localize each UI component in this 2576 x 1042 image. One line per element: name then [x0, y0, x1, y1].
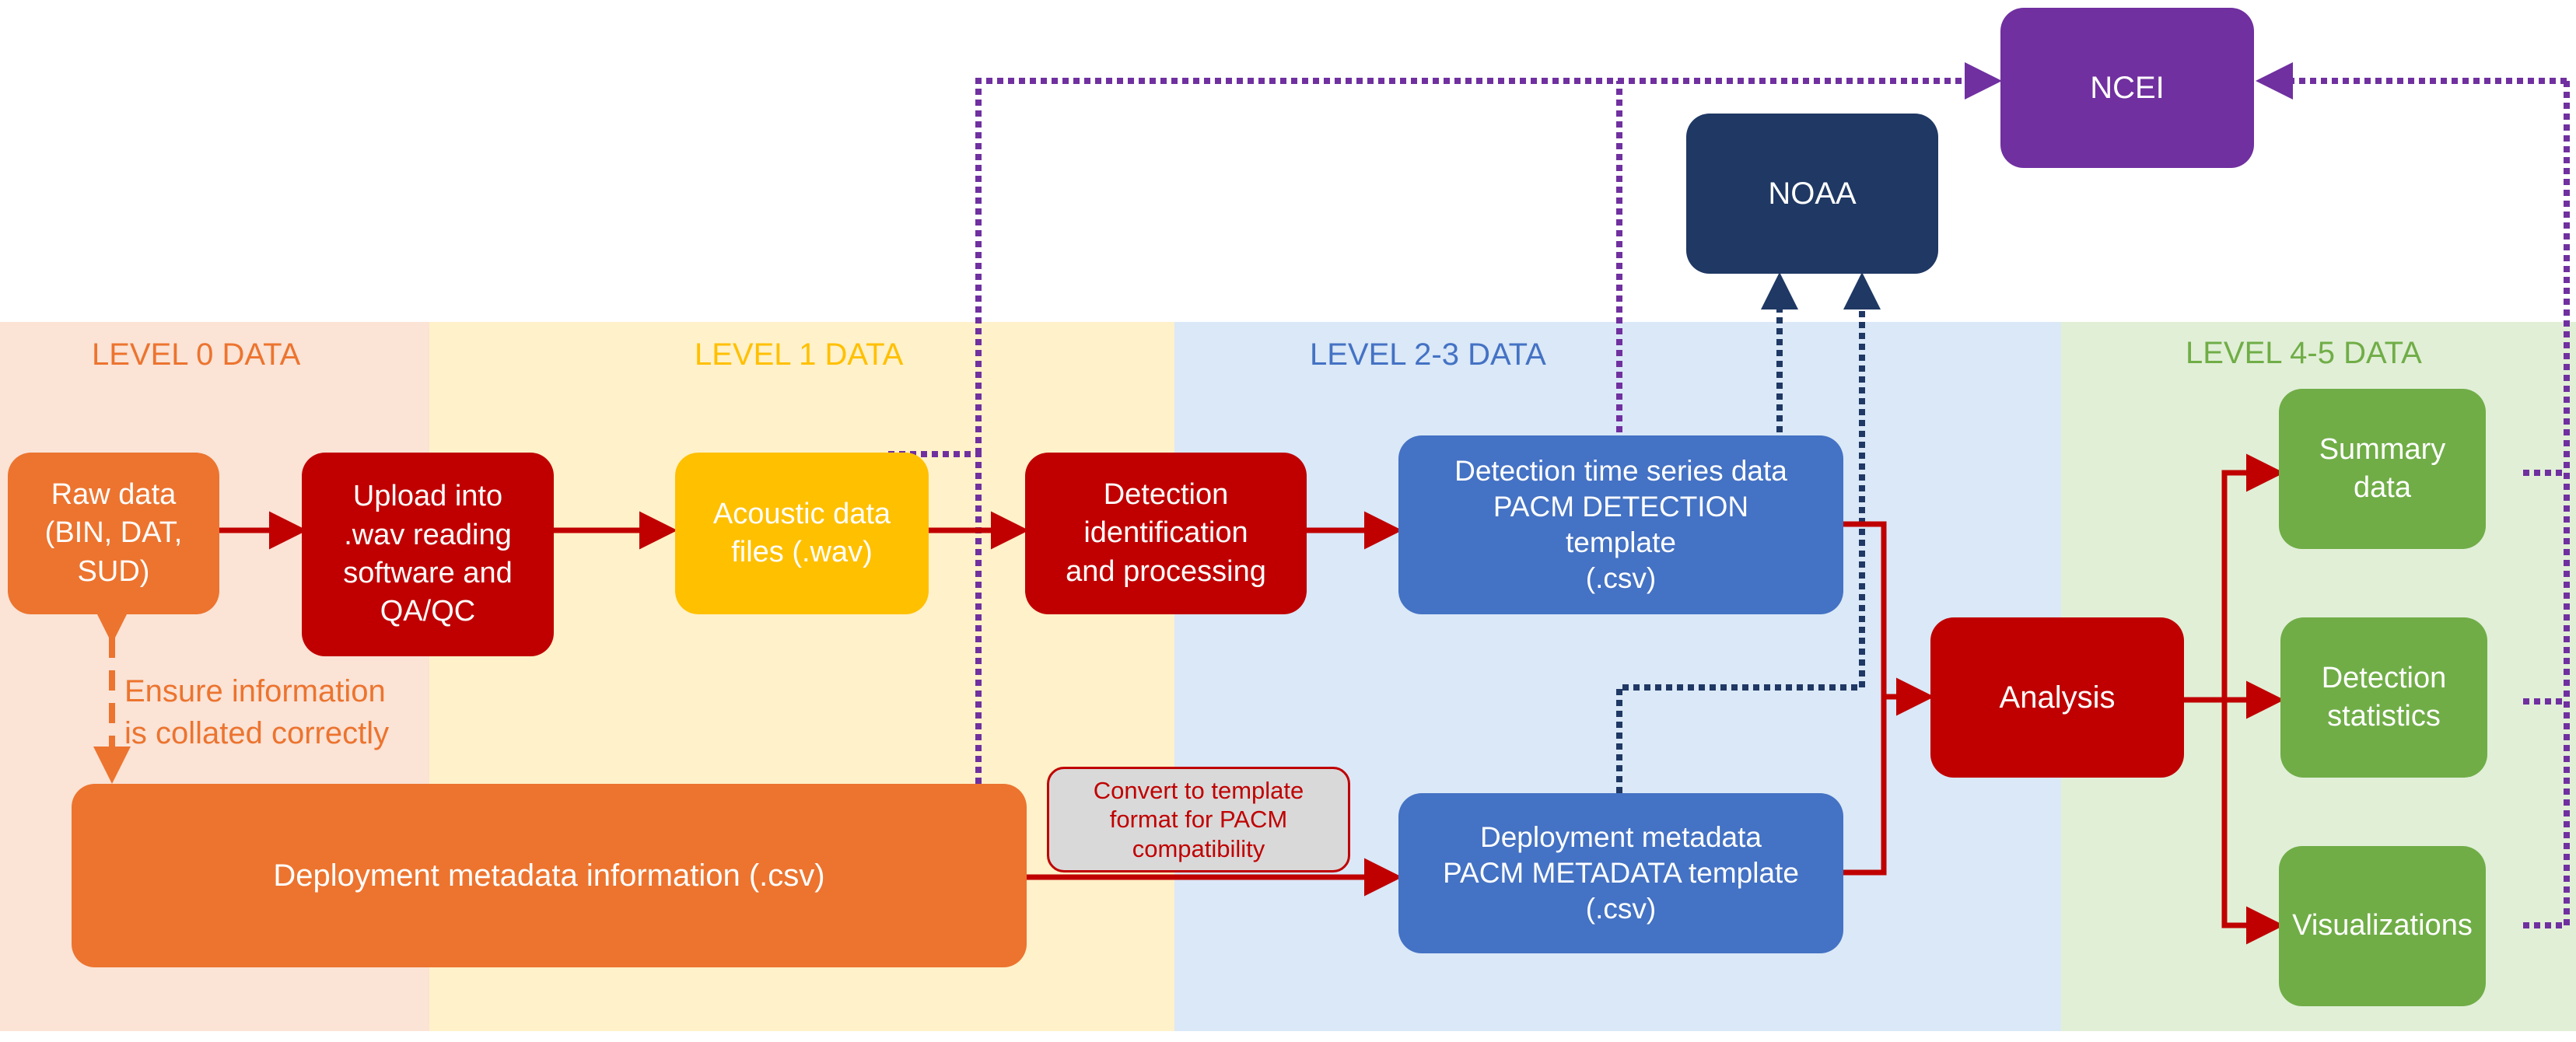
ncei-link-top — [975, 62, 2002, 454]
arrow-metadata-analysis — [1843, 697, 1887, 876]
ncei-link-products — [2523, 81, 2570, 928]
ensure-annotation: Ensure information is collated correctly — [124, 674, 390, 750]
arrow-to-visualizations — [2221, 700, 2284, 945]
level-2-3-label: LEVEL 2-3 DATA — [1310, 337, 1546, 372]
raw-data-node: Raw data(BIN, DAT,SUD) — [8, 453, 219, 614]
arrow-to-summary — [2221, 453, 2284, 700]
noaa-node: NOAA — [1686, 114, 1938, 274]
level-4-5-label: LEVEL 4-5 DATA — [2186, 336, 2422, 370]
analysis-node: Analysis — [1930, 617, 2184, 778]
level-1-label: LEVEL 1 DATA — [695, 337, 904, 372]
visualizations-node: Visualizations — [2279, 846, 2486, 1006]
arrow-timeseries-analysis — [1843, 521, 1934, 716]
ncei-node: NCEI — [2000, 8, 2254, 168]
deployment-info-node: Deployment metadata information (.csv) — [72, 784, 1027, 967]
level-0-label: LEVEL 0 DATA — [92, 337, 301, 372]
